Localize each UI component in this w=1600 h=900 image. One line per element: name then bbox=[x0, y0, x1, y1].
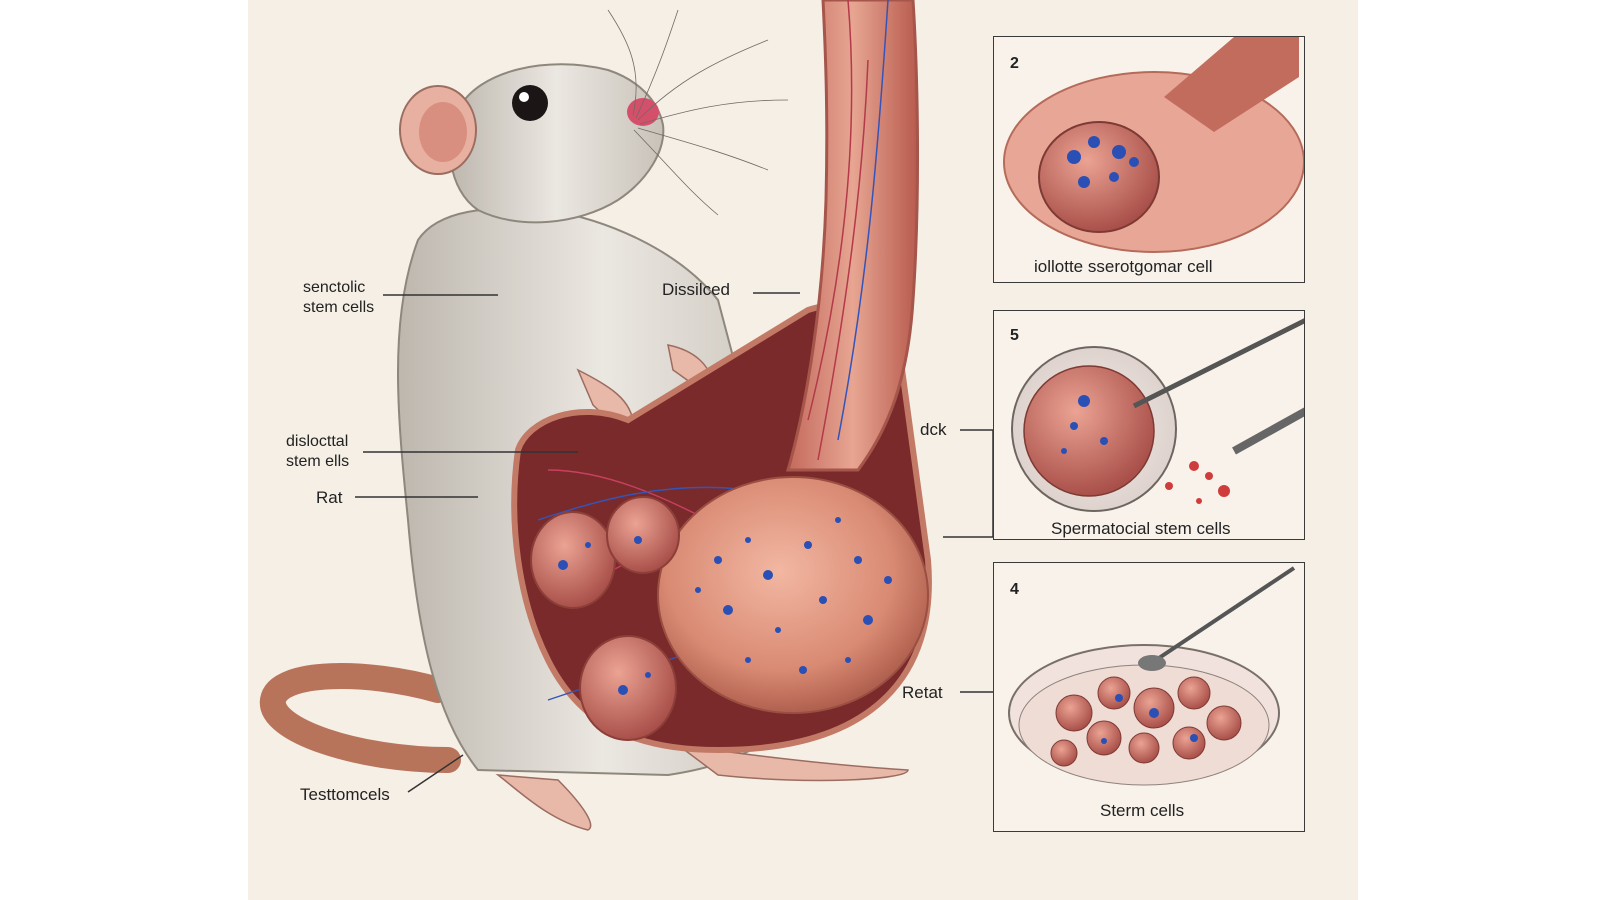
panel-5-caption: Spermatocial stem cells bbox=[1051, 519, 1231, 538]
spermatic-cord bbox=[786, 0, 920, 472]
label-dislocttal: dislocttal stem ells bbox=[286, 432, 349, 472]
stem-cell-dots bbox=[558, 517, 892, 695]
panel-2: 2 iollotte sserotgomar cell bbox=[993, 36, 1305, 283]
illustration-canvas: senctolic stem cells Dissilced disloctta… bbox=[248, 0, 1358, 900]
label-dislocttal-line1: dislocttal bbox=[286, 433, 349, 450]
panel-5-number: 5 bbox=[1010, 327, 1019, 344]
rat-tail bbox=[259, 663, 461, 773]
small-testis-2 bbox=[606, 496, 680, 574]
label-dck: dck bbox=[920, 420, 947, 439]
label-retat: Retat bbox=[902, 683, 943, 702]
large-testis bbox=[657, 476, 929, 714]
label-senctolic-line2: stem cells bbox=[303, 299, 375, 316]
panel-5-illustration bbox=[1011, 318, 1304, 512]
label-dislocttal-line2: stem ells bbox=[286, 453, 350, 470]
small-testis-1 bbox=[530, 511, 616, 609]
panel-2-caption: iollotte sserotgomar cell bbox=[1034, 257, 1213, 276]
label-senctolic-line1: senctolic bbox=[303, 279, 366, 296]
label-testtomcels: Testtomcels bbox=[300, 785, 390, 804]
panel-5: 5 Spermatocial stem cells bbox=[993, 310, 1305, 540]
cord-vessels bbox=[807, 0, 889, 461]
panel-4-caption: Sterm cells bbox=[1100, 801, 1185, 820]
panel-4-illustration bbox=[1008, 566, 1296, 786]
leader-lines bbox=[355, 292, 993, 793]
rat-eye bbox=[512, 85, 548, 121]
rat-hind-foot bbox=[495, 774, 592, 831]
small-testis-3 bbox=[579, 635, 677, 741]
panel-4-number: 4 bbox=[1010, 581, 1019, 598]
rat-whiskers bbox=[607, 9, 789, 216]
rat-anatomy-illustration bbox=[259, 0, 994, 831]
panel-2-number: 2 bbox=[1010, 55, 1019, 72]
panel-4: 4 Sterm cells bbox=[993, 562, 1305, 832]
rat-head bbox=[448, 63, 665, 224]
panel-2-illustration bbox=[1003, 37, 1304, 253]
label-rat: Rat bbox=[316, 488, 343, 507]
label-dissilced: Dissilced bbox=[662, 280, 731, 299]
label-senctolic: senctolic stem cells bbox=[303, 278, 374, 318]
